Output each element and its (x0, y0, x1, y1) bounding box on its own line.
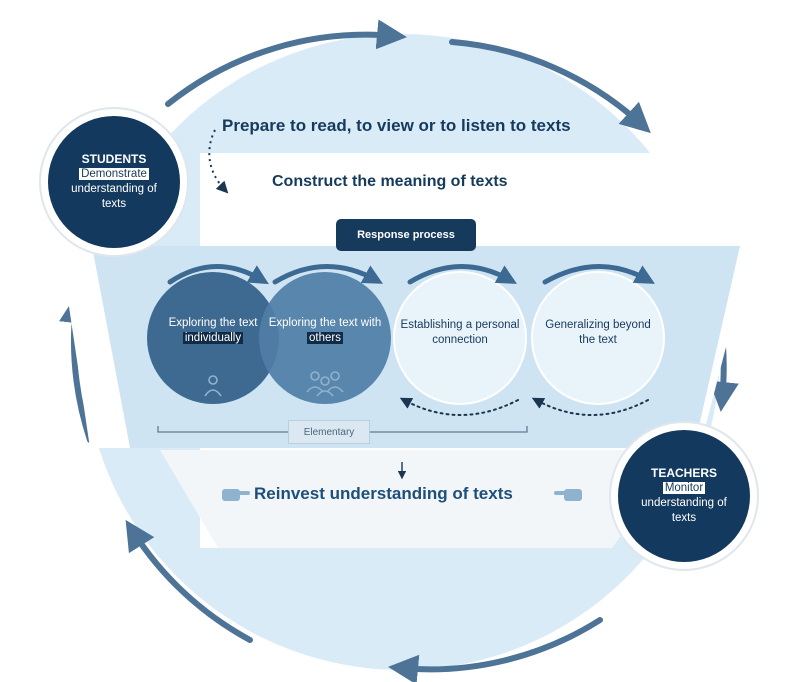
arc-arrow-1 (167, 264, 269, 285)
prepare-heading: Prepare to read, to view or to listen to… (222, 116, 571, 135)
elementary-label: Elementary (288, 420, 370, 444)
reinvest-panel (160, 450, 684, 548)
arc-arrow-3 (407, 264, 517, 285)
circle-label-individually: Exploring the text individually (153, 316, 273, 346)
arc-arrow-2 (272, 264, 384, 285)
teachers-badge (618, 430, 750, 562)
teachers-highlight: Monitor (662, 482, 706, 494)
arc-arrow-4 (542, 264, 655, 285)
group-icon (306, 371, 344, 397)
students-rest: understanding of texts (71, 183, 157, 210)
cycle-arrow-bottom (388, 617, 603, 682)
teachers-label: TEACHERS Monitor understanding of texts (634, 466, 734, 526)
students-badge (48, 116, 180, 248)
dotted-arrow-prepare (208, 129, 229, 194)
circle-label-others: Exploring the text with others (265, 316, 385, 346)
cycle-arrow-bottom-left (125, 519, 253, 643)
circle-generalizing (531, 271, 665, 405)
teachers-title: TEACHERS (650, 466, 717, 480)
reinvest-heading: Reinvest understanding of texts (254, 484, 513, 503)
pointing-hand-left-icon (554, 489, 582, 501)
cycle-arrow-top-left (165, 19, 407, 107)
circle-personal-connection (393, 271, 527, 405)
circle-label-text: Exploring the text with (268, 317, 382, 329)
construct-heading: Construct the meaning of texts (272, 173, 508, 190)
circle-label-personal-connection: Establishing a personal connection (400, 319, 520, 346)
cycle-arrows (59, 19, 739, 682)
students-label: STUDENTS Demonstrate understanding of te… (64, 152, 164, 212)
circle-label-generalizing: Generalizing beyond the text (545, 319, 651, 346)
cycle-arrow-top-right (449, 39, 651, 134)
dotted-return-1 (399, 397, 519, 416)
students-highlight: Demonstrate (79, 168, 149, 180)
students-title: STUDENTS (81, 152, 147, 166)
pointing-hand-right-icon (222, 489, 250, 501)
teachers-rest: understanding of texts (641, 497, 727, 524)
circle-label-highlight: others (307, 332, 343, 344)
response-process-label: Response process (336, 219, 476, 251)
circle-label-highlight: individually (182, 332, 244, 344)
dotted-return-2 (531, 397, 649, 416)
person-icon (204, 375, 222, 397)
circle-label-text: Exploring the text (168, 317, 258, 329)
